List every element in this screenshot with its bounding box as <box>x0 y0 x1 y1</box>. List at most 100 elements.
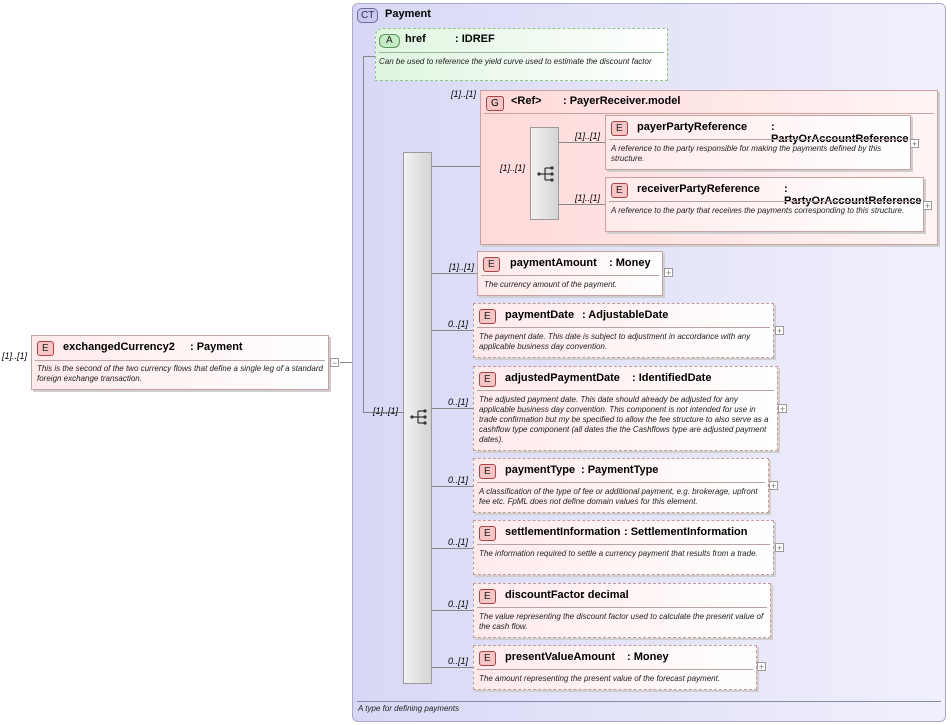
element-type: : PartyOrAccountReference <box>771 121 909 145</box>
settlement-information-multiplicity: 0..[1] <box>448 537 469 547</box>
connector-line <box>340 362 354 363</box>
root-element-type: : Payment <box>190 341 243 353</box>
attribute-type: : IDREF <box>455 33 495 45</box>
separator <box>477 482 765 483</box>
element-badge: E <box>37 341 54 356</box>
expand-button[interactable]: + <box>769 481 778 491</box>
connector-line <box>559 142 605 143</box>
expand-button[interactable]: + <box>910 139 919 149</box>
adjusted-payment-date-card[interactable]: E adjustedPaymentDate : IdentifiedDate T… <box>473 366 778 451</box>
connector-line <box>432 667 473 668</box>
element-description: A reference to the party that receives t… <box>611 206 905 215</box>
element-badge: E <box>479 589 496 604</box>
attribute-badge: A <box>379 34 400 48</box>
connector-line <box>363 56 364 412</box>
element-badge: E <box>611 121 628 136</box>
element-type: : SettlementInformation <box>624 526 748 538</box>
connector-line <box>432 486 473 487</box>
payment-amount-card[interactable]: E paymentAmount : Money The currency amo… <box>477 251 663 296</box>
group-type: : PayerReceiver.model <box>563 95 681 107</box>
element-name: paymentType <box>505 464 576 476</box>
element-description: The adjusted payment date. This date sho… <box>479 395 769 444</box>
sequence-icon <box>410 409 427 425</box>
separator <box>609 139 907 140</box>
element-description: The currency amount of the payment. <box>484 280 617 289</box>
sequence-multiplicity: [1]..[1] <box>373 406 399 416</box>
group-multiplicity: [1]..[1] <box>451 89 477 99</box>
attribute-name: href <box>405 33 426 45</box>
element-description: The information required to settle a cur… <box>479 549 758 558</box>
expand-button[interactable]: + <box>664 268 673 278</box>
element-type: : AdjustableDate <box>582 309 669 321</box>
separator <box>357 701 941 702</box>
payment-type-multiplicity: 0..[1] <box>448 475 469 485</box>
collapse-button[interactable]: − <box>330 358 339 368</box>
element-type: : Money <box>627 651 669 663</box>
separator <box>481 275 659 276</box>
separator <box>477 669 753 670</box>
connector-line <box>432 408 473 409</box>
element-badge: E <box>479 651 496 666</box>
element-type: : Money <box>609 257 651 269</box>
group-name: <Ref> <box>511 95 542 107</box>
separator <box>484 113 934 114</box>
root-element-description: This is the second of the two currency f… <box>37 364 323 383</box>
separator <box>477 607 767 608</box>
payer-multiplicity: [1]..[1] <box>575 131 601 141</box>
group-sequence-multiplicity: [1]..[1] <box>500 163 526 173</box>
attribute-card[interactable]: A href : IDREF Can be used to reference … <box>375 28 668 81</box>
element-name: adjustedPaymentDate <box>505 372 620 384</box>
payment-date-card[interactable]: E paymentDate : AdjustableDate The payme… <box>473 303 774 358</box>
payment-type-card[interactable]: E paymentType : PaymentType A classifica… <box>473 458 769 513</box>
separator <box>609 201 919 202</box>
element-name: presentValueAmount <box>505 651 616 663</box>
payment-amount-multiplicity: [1]..[1] <box>449 262 475 272</box>
element-name: payerPartyReference <box>637 121 748 133</box>
element-description: A classification of the type of fee or a… <box>479 487 758 506</box>
element-description: A reference to the party responsible for… <box>611 144 882 163</box>
attribute-description: Can be used to reference the yield curve… <box>379 57 652 66</box>
element-name: paymentDate <box>505 309 575 321</box>
expand-button[interactable]: + <box>757 662 766 672</box>
complex-type-badge: CT <box>357 8 379 23</box>
settlement-information-card[interactable]: E settlementInformation : SettlementInfo… <box>473 520 774 575</box>
root-multiplicity: [1]..[1] <box>2 351 28 361</box>
element-name: paymentAmount <box>510 257 597 269</box>
connector-line <box>432 330 473 331</box>
group-sequence-compositor[interactable] <box>530 127 559 220</box>
expand-button[interactable]: + <box>775 543 784 553</box>
expand-button[interactable]: + <box>778 404 787 414</box>
connector-line <box>432 610 473 611</box>
element-type: : PartyOrAccountReference <box>784 183 922 207</box>
element-type: : PaymentType <box>581 464 659 476</box>
connector-line <box>363 412 403 413</box>
connector-line <box>363 56 375 57</box>
payment-date-multiplicity: 0..[1] <box>448 319 469 329</box>
expand-button[interactable]: + <box>775 326 784 336</box>
sequence-compositor[interactable] <box>403 152 432 684</box>
root-element-name: exchangedCurrency2 <box>63 341 175 353</box>
discount-factor-card[interactable]: E discountFactor : decimal The value rep… <box>473 583 771 638</box>
element-name: receiverPartyReference <box>637 183 760 195</box>
receiver-party-reference-card[interactable]: E receiverPartyReference : PartyOrAccoun… <box>605 177 924 232</box>
element-badge: E <box>479 464 496 479</box>
present-value-amount-multiplicity: 0..[1] <box>448 656 469 666</box>
connector-line <box>432 166 480 167</box>
element-name: settlementInformation <box>505 526 621 538</box>
expand-button[interactable]: + <box>923 201 932 211</box>
adjusted-payment-date-multiplicity: 0..[1] <box>448 397 469 407</box>
separator <box>35 360 325 361</box>
element-badge: E <box>483 257 500 272</box>
present-value-amount-card[interactable]: E presentValueAmount : Money The amount … <box>473 645 757 690</box>
element-badge: E <box>479 309 496 324</box>
element-badge: E <box>479 526 496 541</box>
element-type: : IdentifiedDate <box>632 372 712 384</box>
discount-factor-multiplicity: 0..[1] <box>448 599 469 609</box>
separator <box>379 52 664 53</box>
complex-type-name: Payment <box>385 8 431 20</box>
element-description: The value representing the discount fact… <box>479 612 764 631</box>
sequence-icon <box>537 166 554 182</box>
root-element-card[interactable]: E exchangedCurrency2 : Payment This is t… <box>31 335 329 390</box>
payer-party-reference-card[interactable]: E payerPartyReference : PartyOrAccountRe… <box>605 115 911 170</box>
element-description: The amount representing the present valu… <box>479 674 721 683</box>
